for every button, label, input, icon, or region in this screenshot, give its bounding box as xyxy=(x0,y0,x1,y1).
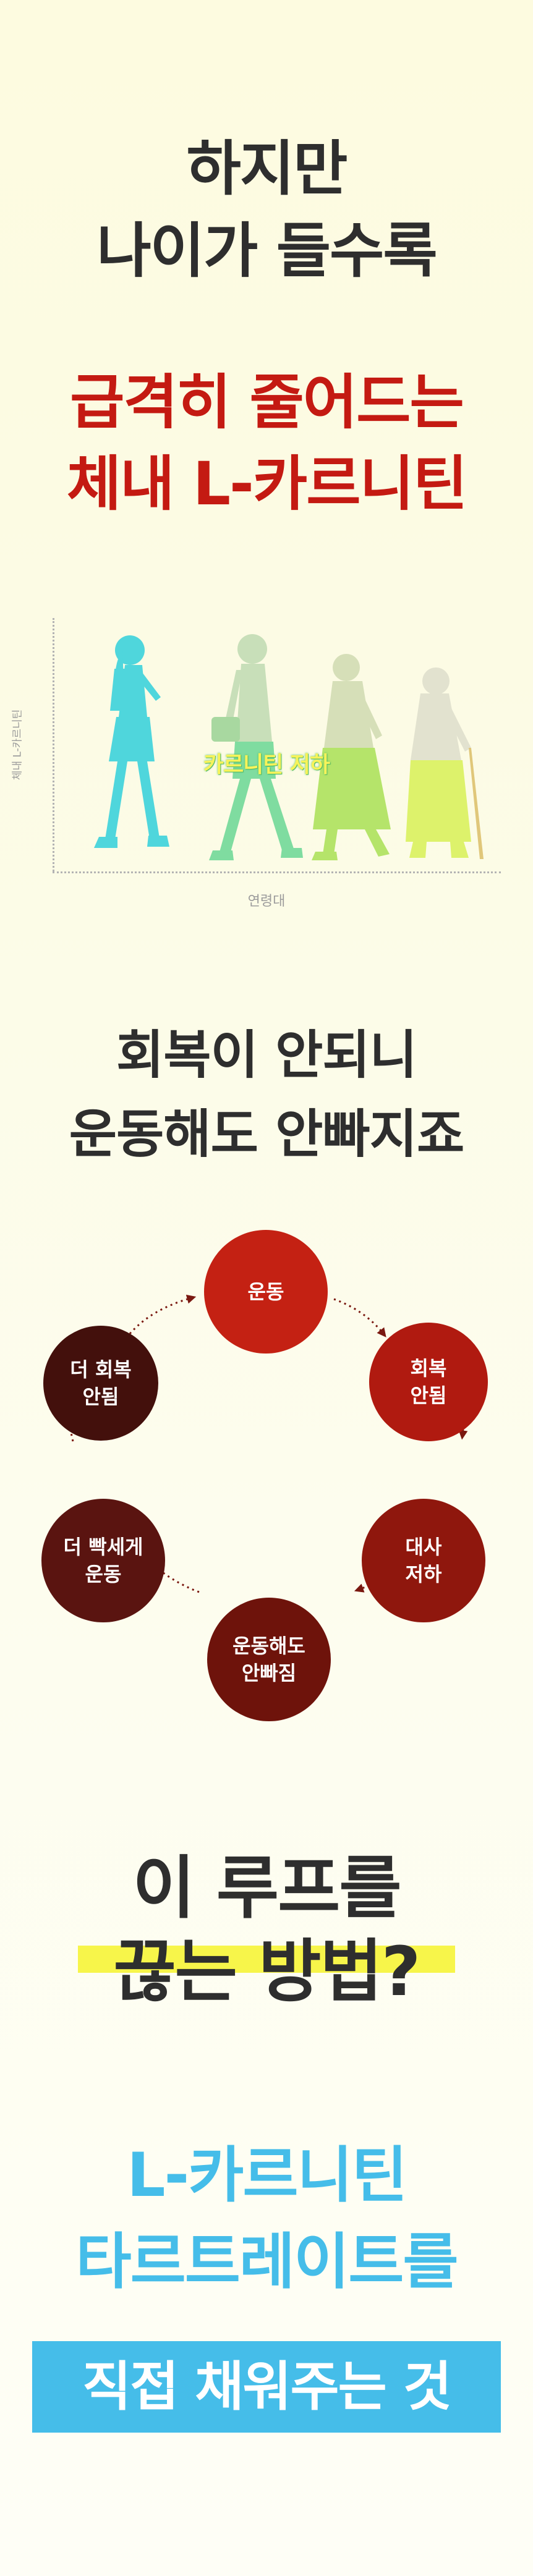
headline-as-age: 나이가 들수록 xyxy=(96,216,437,286)
cycle-node-exercise: 운동 xyxy=(204,1230,328,1354)
chart-annotation: 카르니틴 저하 xyxy=(203,752,330,777)
chart-y-axis xyxy=(53,618,54,871)
cycle-node-metabolism-drop: 대사 저하 xyxy=(362,1499,485,1622)
cycle-node-no-weight-loss: 운동해도 안빠짐 xyxy=(207,1598,331,1721)
headline-no-weight-loss: 운동해도 안빠지죠 xyxy=(69,1104,465,1164)
young-woman-figure xyxy=(94,635,169,848)
cycle-node-no-recovery: 회복 안됨 xyxy=(369,1323,488,1441)
highlight-box xyxy=(32,2341,501,2433)
highlight-bar xyxy=(78,1946,455,1973)
headline-no-recovery: 회복이 안되니 xyxy=(116,1025,417,1085)
middle-age-woman-figure xyxy=(209,634,303,860)
headline-body-l-carnitine: 체내 L-카르니틴 xyxy=(66,449,467,519)
headline-tartrate: 타르트레이트를 xyxy=(75,2227,458,2297)
chart-x-label: 연령대 xyxy=(247,894,286,909)
headline-sharply-decreasing: 급격히 줄어드는 xyxy=(70,368,464,437)
headline-fill-directly: 직접 채워주는 것 xyxy=(82,2356,452,2418)
chart-x-axis xyxy=(53,871,501,873)
cycle-node-less-recovery: 더 회복 안됨 xyxy=(43,1326,158,1441)
senior-woman-figure xyxy=(312,654,391,860)
headline-however: 하지만 xyxy=(186,134,348,203)
headline-this-loop: 이 루프를 xyxy=(132,1849,401,1928)
aging-walkers-illustration xyxy=(94,634,484,860)
elderly-woman-figure xyxy=(406,667,484,859)
headline-l-carnitine: L-카르니틴 xyxy=(127,2140,407,2211)
headline-how-to-break: 끊는 방법? xyxy=(113,1932,421,2011)
cycle-node-harder-exercise: 더 빡세게 운동 xyxy=(41,1499,165,1622)
